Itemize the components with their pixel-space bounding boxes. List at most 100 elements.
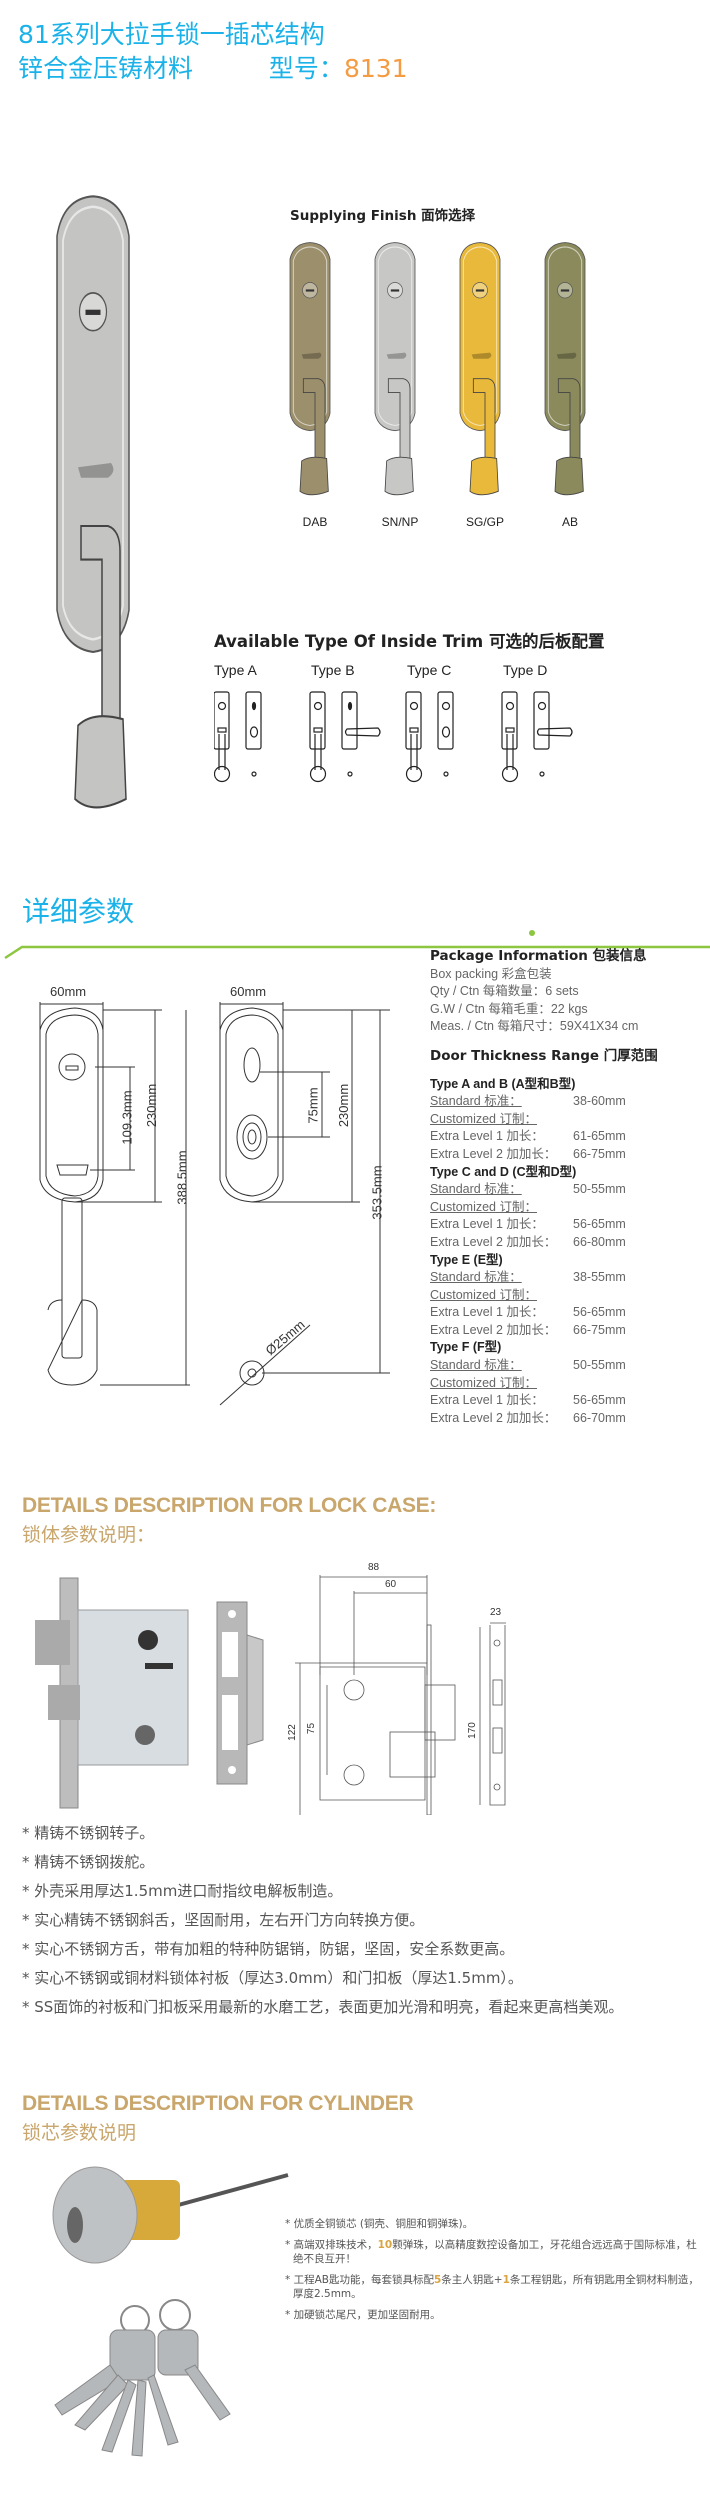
thickness-group-f: Type F (F型) Standard 标准：50-55mm Customiz… <box>430 1339 710 1427</box>
feature-item: * 精铸不锈钢拨舵。 <box>22 1853 155 1871</box>
customized-label: Customized 订制： <box>430 1199 537 1214</box>
dim-rosette: Ø25mm <box>262 1316 308 1359</box>
dim-23: 23 <box>490 1607 502 1618</box>
cylinder-notes: * 优质全铜锁芯 (铜壳、铜胆和铜弹珠)。 * 高端双排珠技术，10颗弹珠，以高… <box>285 2217 705 2329</box>
dim-back-spacing: 75mm <box>305 1087 321 1124</box>
extra1-value: 61-65mm <box>573 1129 626 1144</box>
extra2-label: Extra Level 2 加加长： <box>430 1322 557 1337</box>
finish-option-sg: SG/GP <box>455 240 515 529</box>
package-line: Meas. / Ctn 每箱尺寸：59X41X34 cm <box>430 1019 639 1034</box>
extra2-value: 66-75mm <box>573 1146 626 1161</box>
finish-option-ab: AB <box>540 240 600 529</box>
spec-panel: Package Information 包装信息 Box packing 彩盒包… <box>430 948 710 1427</box>
cylinder-and-keys-photo <box>52 2166 289 2457</box>
extra2-value: 66-80mm <box>573 1234 626 1249</box>
cylinder-subtitle: 锁芯参数说明 <box>22 2122 137 2144</box>
note-text: 条工程钥匙，所有钥匙用全铜材料制造，厚度2.5mm。 <box>293 2274 699 2300</box>
extra1-value: 56-65mm <box>573 1393 626 1408</box>
dim-75: 75 <box>306 1722 318 1735</box>
customized-label: Customized 订制： <box>430 1287 537 1302</box>
finish-image-ab <box>540 240 590 500</box>
type-c-label: Type C <box>407 662 452 678</box>
lock-case-dimension-drawing <box>295 1575 506 1815</box>
type-b-diagram <box>309 691 381 783</box>
standard-value: 38-55mm <box>573 1270 626 1285</box>
feature-item: * 精铸不锈钢转子。 <box>22 1824 155 1842</box>
feature-item: * 实心精铸不锈钢斜舌，坚固耐用，左右开门方向转换方便。 <box>22 1911 425 1929</box>
dim-88: 88 <box>368 1562 380 1573</box>
finish-title: Supplying Finish 面饰选择 <box>290 208 476 224</box>
model-label: 型号： <box>268 54 344 83</box>
feature-item: * 实心不锈钢方舌，带有加粗的特种防锯销，防锯，坚固，安全系数更高。 <box>22 1940 515 1958</box>
inside-trim-types: Type A Type B Type C Type D <box>214 662 634 792</box>
title-line-1: 81系列大拉手锁一插芯结构 <box>18 20 325 49</box>
type-a-label: Type A <box>214 662 257 678</box>
lock-case-title: DETAILS DESCRIPTION FOR LOCK CASE: <box>22 1494 437 1517</box>
lock-case-photo <box>35 1577 189 1809</box>
customized-label: Customized 订制： <box>430 1111 537 1126</box>
dimension-drawing <box>39 1002 390 1406</box>
dim-overall-length: 388.5mm <box>174 1150 190 1205</box>
extra1-value: 56-65mm <box>573 1305 626 1320</box>
thickness-group-ab: Type A and B (A型和B型) Standard 标准： 38-60mm… <box>430 1076 710 1164</box>
dim-cylinder-spacing: 109.3mm <box>119 1090 135 1145</box>
material-text: 锌合金压铸材料 <box>18 54 194 83</box>
extra2-label: Extra Level 2 加加长： <box>430 1146 557 1161</box>
dim-60: 60 <box>385 1579 397 1590</box>
extra1-value: 56-65mm <box>573 1217 626 1232</box>
package-line: Qty / Ctn 每箱数量：6 sets <box>430 984 579 999</box>
group-name: Type F (F型) <box>430 1340 502 1355</box>
cylinder-note: * 高端双排珠技术，10颗弹珠，以高精度数控设备加工，牙花组合远远高于国际标准，… <box>285 2238 705 2266</box>
standard-label: Standard 标准： <box>430 1358 522 1373</box>
thickness-group-cd: Type C and D (C型和D型) Standard 标准：50-55mm… <box>430 1164 710 1252</box>
note-text: * 高端双排珠技术， <box>285 2239 378 2251</box>
feature-item: * SS面饰的衬板和门扣板采用最新的水磨工艺，表面更加光滑和明亮，看起来更高档美… <box>22 1998 624 2016</box>
finish-label: SG/GP <box>465 515 504 529</box>
finish-image-sn <box>370 240 420 500</box>
type-d-label: Type D <box>503 662 548 678</box>
cylinder-note: * 优质全铜锁芯 (铜壳、铜胆和铜弹珠)。 <box>285 2218 474 2230</box>
dim-back-width: 60mm <box>230 984 267 999</box>
package-line: Box packing 彩盒包装 <box>430 966 552 981</box>
type-c-diagram <box>405 691 454 783</box>
group-name: Type C and D (C型和D型) <box>430 1164 577 1179</box>
extra1-label: Extra Level 1 加长： <box>430 1129 544 1144</box>
feature-item: * 实心不锈钢或铜材料锁体衬板（厚达3.0mm）和门扣板（厚达1.5mm）。 <box>22 1969 523 1987</box>
lock-case-dimension-labels: 88 60 122 75 23 170 <box>286 1555 530 1815</box>
finish-image-dab <box>285 240 335 500</box>
extra2-value: 66-70mm <box>573 1410 626 1425</box>
main-handleset-image <box>48 190 138 820</box>
extra1-label: Extra Level 1 加长： <box>430 1217 544 1232</box>
finish-options: DAB SN/NP SG/GP AB <box>285 240 615 540</box>
note-text: * 工程AB匙功能，每套锁具标配 <box>285 2274 434 2286</box>
standard-value: 50-55mm <box>573 1358 626 1373</box>
dim-back-overall: 353.5mm <box>369 1165 385 1220</box>
standard-label: Standard 标准： <box>430 1182 522 1197</box>
type-a-diagram <box>214 691 262 783</box>
thickness-group-e: Type E (E型) Standard 标准： 38-55mm Customiz… <box>430 1252 710 1340</box>
dim-front-plate: 230mm <box>144 1083 160 1128</box>
inside-trim-diagrams <box>214 691 573 783</box>
package-line: G.W / Ctn 每箱毛重：22 kgs <box>430 1001 588 1016</box>
package-title: Package Information 包装信息 <box>430 948 647 964</box>
extra2-value: 66-75mm <box>573 1322 626 1337</box>
construction-key-count: 1 <box>502 2274 510 2286</box>
group-name: Type E (E型) <box>430 1252 503 1267</box>
extra1-label: Extra Level 1 加长： <box>430 1305 544 1320</box>
group-name: Type A and B (A型和B型) <box>430 1076 576 1091</box>
standard-label: Standard 标准： <box>430 1094 522 1109</box>
type-d-diagram <box>501 691 573 783</box>
standard-label: Standard 标准： <box>430 1270 522 1285</box>
details-section-title: 详细参数 <box>22 895 135 928</box>
standard-value: 38-60mm <box>573 1094 626 1109</box>
lock-case-subtitle: 锁体参数说明： <box>22 1524 156 1546</box>
dim-170: 170 <box>466 1722 478 1739</box>
model-number: 8131 <box>343 54 408 83</box>
extra2-label: Extra Level 2 加加长： <box>430 1410 557 1425</box>
drawing-dimension-labels: 60mm 60mm 109.3mm 230mm 388.5mm 75mm 230… <box>0 980 420 1420</box>
inside-trim-title: Available Type Of Inside Trim 可选的后板配置 <box>214 632 605 651</box>
finish-label: SN/NP <box>381 515 419 529</box>
dim-122: 122 <box>286 1724 298 1741</box>
dim-front-width: 60mm <box>50 984 87 999</box>
strike-plate-photo <box>216 1601 264 1785</box>
